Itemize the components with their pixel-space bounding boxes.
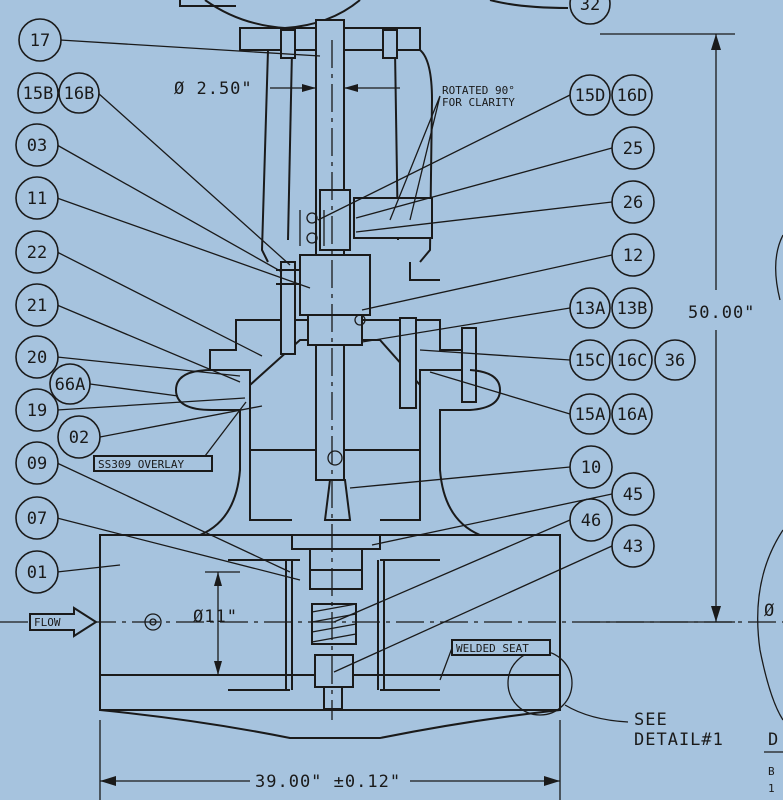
overlay-note: SS309 OVERLAY	[98, 458, 184, 471]
svg-text:13B: 13B	[617, 299, 648, 319]
callout-13a: 13A	[569, 287, 611, 329]
leader-lines	[56, 39, 613, 673]
callout-03: 03	[15, 123, 59, 167]
svg-text:16B: 16B	[64, 84, 95, 104]
callout-02: 02	[57, 415, 101, 459]
stem-dia-dim: Ø 2.50"	[174, 79, 253, 99]
callout-32: 32	[489, 0, 611, 25]
callout-26: 26	[611, 180, 655, 224]
callout-36: 36	[654, 339, 696, 381]
svg-text:22: 22	[27, 243, 47, 263]
svg-text:13A: 13A	[575, 299, 606, 319]
callout-11: 11	[15, 176, 59, 220]
flow-label: FLOW	[34, 616, 61, 629]
callout-16a: 16A	[611, 393, 653, 435]
svg-text:43: 43	[623, 537, 643, 557]
corner-1-label: 1	[768, 782, 775, 795]
callout-45: 45	[611, 472, 655, 516]
flow-arrow	[29, 606, 98, 638]
svg-text:20: 20	[27, 348, 47, 368]
callouts-right: 32 15D 16D 25 26 12 13A 13B 15C 16C 36 1…	[489, 0, 696, 568]
callout-21: 21	[15, 283, 59, 327]
svg-text:26: 26	[623, 193, 643, 213]
svg-text:17: 17	[30, 31, 50, 51]
svg-text:66A: 66A	[55, 375, 86, 395]
callout-01: 01	[15, 550, 59, 594]
svg-text:15B: 15B	[23, 84, 54, 104]
callout-12: 12	[611, 233, 655, 277]
corner-b-label: B	[768, 765, 775, 778]
callout-15c: 15C	[569, 339, 611, 381]
svg-text:15D: 15D	[575, 86, 606, 106]
svg-text:15A: 15A	[575, 405, 606, 425]
svg-text:12: 12	[623, 246, 643, 266]
svg-text:09: 09	[27, 454, 47, 474]
callout-16c: 16C	[611, 339, 653, 381]
corner-d-label: D	[768, 730, 779, 750]
callout-19: 19	[15, 388, 59, 432]
callout-10: 10	[569, 445, 613, 489]
notes: ROTATED 90° FOR CLARITY SS309 OVERLAY WE…	[29, 84, 783, 795]
callouts-left: 17 15B 16B 03 11 22 21 20 66A 19 02 09 0…	[15, 18, 101, 594]
callout-46: 46	[569, 498, 613, 542]
svg-text:11: 11	[27, 189, 47, 209]
rotated-note-line2: FOR CLARITY	[442, 96, 515, 109]
callout-15d: 15D	[569, 74, 611, 116]
callout-66a: 66A	[49, 363, 91, 405]
svg-text:46: 46	[581, 511, 601, 531]
svg-text:10: 10	[581, 458, 601, 478]
callout-16d: 16D	[611, 74, 653, 116]
callout-15a: 15A	[569, 393, 611, 435]
callout-43: 43	[611, 524, 655, 568]
length-dim: 39.00" ±0.12"	[255, 772, 401, 792]
svg-text:32: 32	[580, 0, 600, 15]
bore-dia-dim: Ø11"	[193, 607, 238, 627]
svg-text:07: 07	[27, 509, 47, 529]
height-dim: 50.00"	[688, 303, 755, 323]
rotated-note-line1: ROTATED 90°	[442, 84, 515, 97]
callout-15b: 15B	[17, 72, 59, 114]
svg-text:16C: 16C	[617, 351, 648, 371]
callout-20: 20	[15, 335, 59, 379]
svg-text:15C: 15C	[575, 351, 606, 371]
callout-07: 07	[15, 496, 59, 540]
svg-text:02: 02	[69, 428, 89, 448]
svg-text:25: 25	[623, 139, 643, 159]
svg-text:03: 03	[27, 136, 47, 156]
svg-text:01: 01	[27, 563, 47, 583]
svg-text:19: 19	[27, 401, 47, 421]
callout-25: 25	[611, 126, 655, 170]
callout-17: 17	[18, 18, 62, 62]
svg-text:36: 36	[665, 351, 685, 371]
svg-text:21: 21	[27, 296, 47, 316]
svg-text:16D: 16D	[617, 86, 648, 106]
svg-text:16A: 16A	[617, 405, 648, 425]
callout-13b: 13B	[611, 287, 653, 329]
welded-seat-note: WELDED SEAT	[456, 642, 529, 655]
callout-22: 22	[15, 230, 59, 274]
callout-16b: 16B	[58, 72, 100, 114]
dimensions: Ø 2.50" 50.00" Ø11" 39.00" ±0.12" Ø	[99, 33, 775, 800]
svg-text:45: 45	[623, 485, 643, 505]
callout-09: 09	[15, 441, 59, 485]
see-note-line2: DETAIL#1	[634, 730, 724, 750]
see-note-line1: SEE	[634, 710, 668, 730]
edge-dia-dim: Ø	[764, 601, 775, 621]
